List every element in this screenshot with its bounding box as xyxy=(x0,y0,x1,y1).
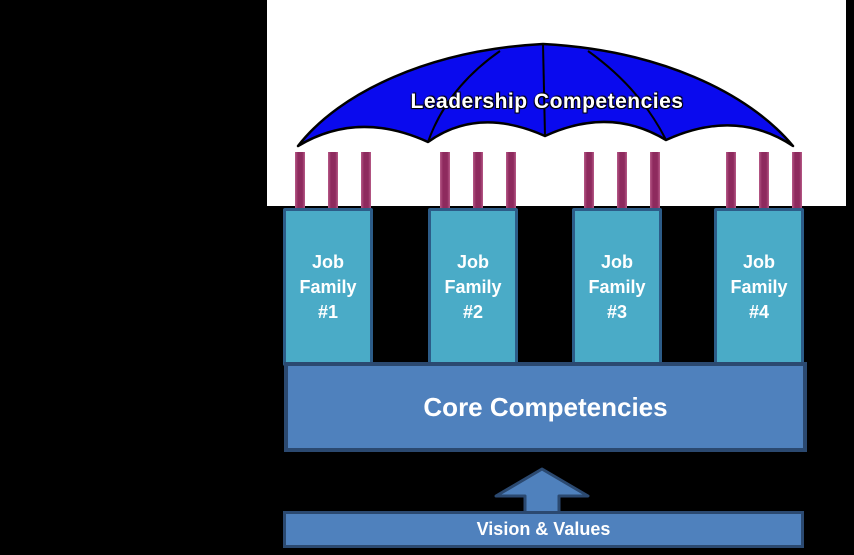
support-bar-icon xyxy=(328,152,338,211)
job-family-box: Job Family #2 xyxy=(428,208,518,366)
job-family-box: Job Family #3 xyxy=(572,208,662,366)
support-bar-icon xyxy=(650,152,660,211)
family-column: Job Family #2 xyxy=(428,152,518,366)
job-family-box: Job Family #4 xyxy=(714,208,804,366)
job-family-label: Job Family #1 xyxy=(299,251,357,322)
job-family-box: Job Family #1 xyxy=(283,208,373,366)
support-bar-icon xyxy=(792,152,802,211)
job-family-label: Job Family #3 xyxy=(588,251,646,322)
vision-values-label: Vision & Values xyxy=(476,519,611,539)
umbrella-label: Leadership Competencies xyxy=(410,90,684,113)
up-arrow-icon xyxy=(494,467,590,513)
support-bar-icon xyxy=(295,152,305,211)
job-family-label: Job Family #4 xyxy=(730,251,788,322)
support-bar-icon xyxy=(617,152,627,211)
support-bar-icon xyxy=(473,152,483,211)
umbrella-icon xyxy=(296,42,795,148)
core-competencies-bar: Core Competencies xyxy=(284,362,807,452)
vision-values-bar: Vision & Values xyxy=(283,511,804,548)
support-bar-icon xyxy=(759,152,769,211)
family-column: Job Family #1 xyxy=(283,152,373,366)
family-column: Job Family #4 xyxy=(714,152,804,366)
support-bar-icon xyxy=(361,152,371,211)
core-competencies-label: Core Competencies xyxy=(423,391,668,422)
job-family-label: Job Family #2 xyxy=(444,251,502,322)
support-bar-icon xyxy=(440,152,450,211)
support-bar-icon xyxy=(726,152,736,211)
family-column: Job Family #3 xyxy=(572,152,662,366)
support-bar-icon xyxy=(584,152,594,211)
support-bar-icon xyxy=(506,152,516,211)
